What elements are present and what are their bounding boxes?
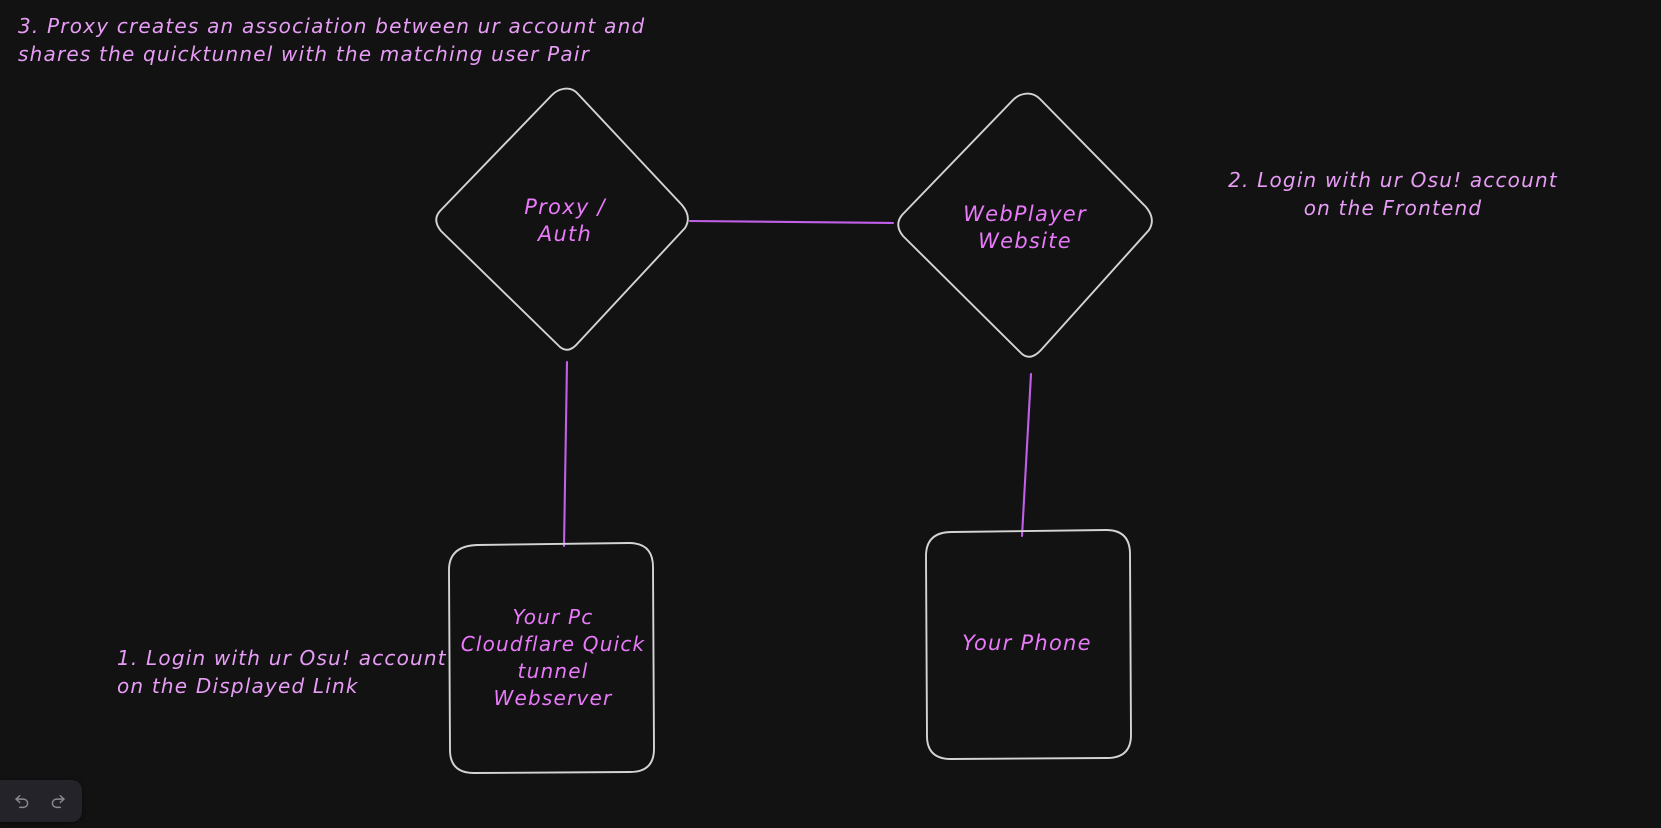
history-toolbar [0,780,82,822]
node-webplayer-shape[interactable] [897,92,1153,358]
node-proxy-auth-shape[interactable] [435,87,689,351]
node-your-pc-shape[interactable] [448,542,655,774]
redo-button[interactable] [42,786,74,816]
undo-button[interactable] [6,786,38,816]
node-your-phone-shape[interactable] [925,529,1132,760]
connector-proxy-to-your-pc[interactable] [562,360,569,548]
annotation-step-3: 3. Proxy creates an association between … [18,14,646,67]
redo-arrow-icon [49,792,67,810]
annotation-step-2: 2. Login with ur Osu! account on the Fro… [1228,168,1558,221]
connector-proxy-to-webplayer[interactable] [688,219,895,225]
undo-arrow-icon [13,792,31,810]
connector-webplayer-to-your-phone[interactable] [1020,372,1033,538]
annotation-step-1: 1. Login with ur Osu! account on the Dis… [117,646,447,699]
